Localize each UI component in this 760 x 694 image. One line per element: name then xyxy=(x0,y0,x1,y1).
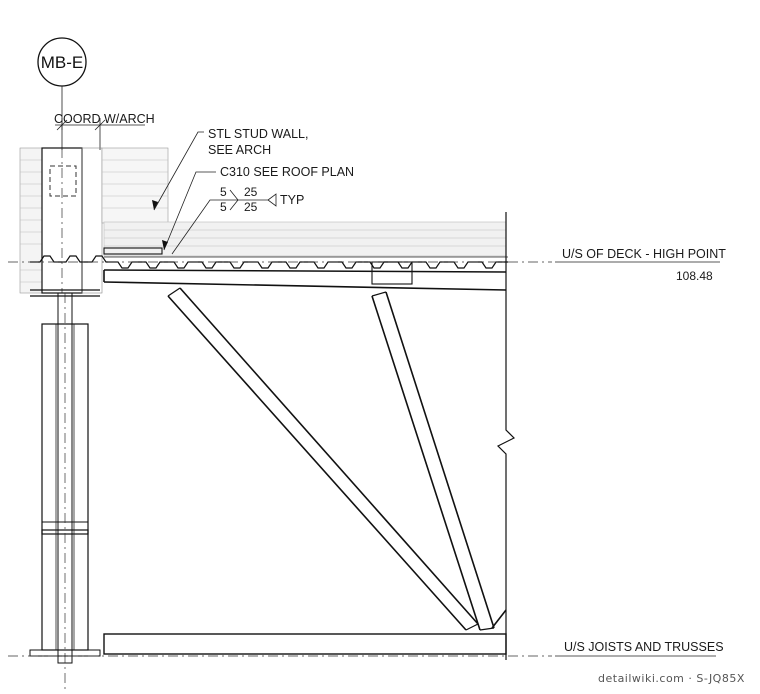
steel-column xyxy=(29,289,101,690)
section-bubble-label: MB-E xyxy=(41,53,84,72)
metal-deck xyxy=(30,255,508,269)
deck-elevation-value: 108.48 xyxy=(676,269,713,283)
deck-high-point-label: U/S OF DECK - HIGH POINT xyxy=(562,247,726,261)
weld-top-right: 25 xyxy=(244,185,258,199)
watermark: detailwiki.com · S-JQ85X xyxy=(598,672,745,685)
weld-top-left: 5 xyxy=(220,185,227,199)
weld-typ-label: TYP xyxy=(280,193,304,207)
upper-wall xyxy=(19,147,169,294)
c310-label: C310 SEE ROOF PLAN xyxy=(220,165,354,179)
break-line xyxy=(496,212,516,660)
truss-bottom-chord xyxy=(103,633,507,655)
deck-elevation-callout: U/S OF DECK - HIGH POINT 108.48 xyxy=(555,247,726,283)
weld-symbol: 5 25 5 25 TYP xyxy=(171,185,304,255)
truss-web-diagonal-right xyxy=(371,291,495,631)
stud-wall-callout: STL STUD WALL, SEE ARCH xyxy=(152,127,308,211)
coord-arch-dimension: COORD W/ARCH xyxy=(54,112,155,150)
roof-insulation xyxy=(103,221,507,257)
truss-web-diagonal-left xyxy=(167,287,479,631)
truss-top-chord xyxy=(103,269,507,291)
section-bubble: MB-E xyxy=(37,37,87,87)
stud-wall-label-line1: STL STUD WALL, xyxy=(208,127,308,141)
weld-bot-left: 5 xyxy=(220,200,227,214)
joists-trusses-label: U/S JOISTS AND TRUSSES xyxy=(564,640,724,654)
c310-callout: C310 SEE ROOF PLAN xyxy=(162,165,354,251)
coord-arch-label: COORD W/ARCH xyxy=(54,112,155,126)
stud-wall-label-line2: SEE ARCH xyxy=(208,143,271,157)
joist-elevation-callout: U/S JOISTS AND TRUSSES xyxy=(555,640,724,657)
weld-bot-right: 25 xyxy=(244,200,258,214)
